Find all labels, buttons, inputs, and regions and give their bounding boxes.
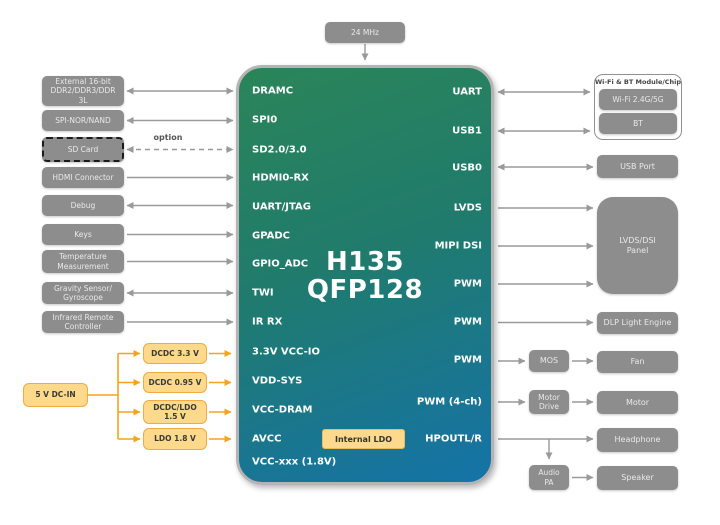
device-gravity-sensor: Gravity Sensor/ Gyroscope [42, 282, 124, 304]
device-spi-nor-nand: SPI-NOR/NAND [42, 110, 124, 131]
pin-hpoutl-r: HPOUTL/R [425, 433, 482, 445]
pin-sd: SD2.0/3.0 [252, 144, 307, 156]
device-ir-remote: Infrared Remote Controller [42, 311, 124, 333]
pin-lvds: LVDS [453, 202, 482, 214]
option-label: option [153, 133, 183, 142]
motor-box: Motor [597, 391, 678, 414]
power-5v-dc-in: 5 V DC-IN [23, 383, 88, 407]
chip-title-line1: H135 [325, 247, 405, 277]
internal-ldo-box: Internal LDO [322, 429, 405, 449]
lvds-dsi-panel-box: LVDS/DSI Panel [597, 197, 678, 294]
pin-spi0: SPI0 [252, 114, 278, 126]
pin-gpio-adc: GPIO_ADC [252, 258, 309, 270]
bt-box: BT [599, 113, 677, 134]
pin-gpadc: GPADC [252, 230, 290, 242]
pin-dramc: DRAMC [252, 85, 294, 97]
device-ddr-memory: External 16-bit DDR2/DDR3/DDR 3L [42, 76, 124, 106]
headphone-box: Headphone [597, 428, 678, 452]
pin-pwm-1: PWM [453, 278, 482, 290]
clock-24mhz-box: 24 MHz [325, 22, 405, 43]
pin-vcc-dram: VCC-DRAM [252, 404, 313, 416]
pin-uart-jtag: UART/JTAG [252, 201, 311, 213]
device-sd-card: SD Card [42, 137, 124, 162]
power-ldo-1v8: LDO 1.8 V [143, 428, 207, 450]
device-keys: Keys [42, 224, 124, 245]
pin-ir-rx: IR RX [252, 316, 283, 328]
speaker-box: Speaker [597, 466, 678, 490]
chip-title-line2: QFP128 [306, 275, 424, 305]
power-dcdc-ldo-1v5: DCDC/LDO 1.5 V [143, 400, 207, 424]
power-dcdc-0v95: DCDC 0.95 V [143, 372, 207, 393]
pin-pwm-2: PWM [453, 316, 482, 328]
pin-mipi-dsi: MIPI DSI [434, 240, 482, 252]
device-debug: Debug [42, 195, 124, 216]
pin-vcc-xxx: VCC-xxx (1.8V) [252, 456, 337, 468]
pin-vcc-io: 3.3V VCC-IO [252, 346, 320, 358]
device-temperature: Temperature Measurement [42, 250, 124, 273]
device-hdmi-connector: HDMI Connector [42, 167, 124, 188]
pin-hdmi0-rx: HDMI0-RX [252, 172, 309, 184]
wifi-bt-module-title: Wi-Fi & BT Module/Chip [594, 78, 682, 86]
pin-usb0: USB0 [452, 162, 482, 174]
left-arrows [126, 87, 234, 326]
pin-twi: TWI [252, 287, 274, 299]
dlp-light-engine-box: DLP Light Engine [597, 312, 678, 334]
power-dcdc-3v3: DCDC 3.3 V [143, 343, 207, 364]
chip-title: H135 QFP128 [236, 248, 494, 304]
mos-box: MOS [529, 350, 569, 372]
pin-pwm-3: PWM [453, 354, 482, 366]
right-arrows [497, 88, 594, 481]
audio-pa-box: Audio PA [529, 465, 569, 490]
pin-usb1: USB1 [452, 125, 482, 137]
fan-box: Fan [597, 351, 678, 373]
pin-avcc: AVCC [252, 433, 282, 445]
pin-pwm-4ch: PWM (4-ch) [416, 396, 482, 408]
chip-body [236, 65, 494, 485]
wifi-box: Wi-Fi 2.4G/5G [599, 89, 677, 110]
pin-vdd-sys: VDD-SYS [252, 375, 303, 387]
usb-port-box: USB Port [597, 155, 678, 178]
pin-uart: UART [452, 86, 482, 98]
motor-drive-box: Motor Drive [529, 390, 569, 414]
power-arrows [88, 350, 232, 443]
